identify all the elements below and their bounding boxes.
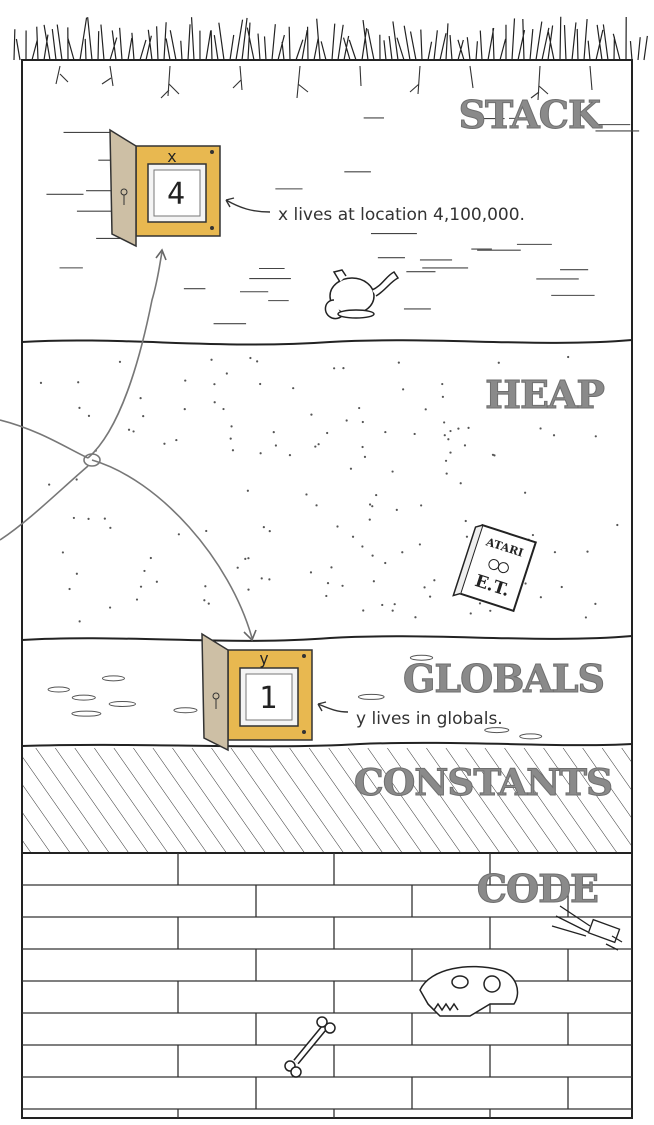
variable-y-note: y lives in globals.: [356, 709, 503, 729]
variable-x-note: x lives at location 4,100,000.: [278, 205, 525, 225]
label-code: CODE: [477, 866, 598, 911]
grass: [14, 17, 647, 60]
label-constants: CONSTANTS: [354, 762, 612, 804]
variable-y-door: y 1: [202, 634, 312, 750]
variable-x-name: x: [167, 147, 177, 166]
label-stack: STACK: [459, 92, 603, 137]
label-heap: HEAP: [485, 372, 604, 417]
variable-y-value: 1: [259, 681, 277, 716]
label-globals: GLOBALS: [403, 656, 604, 701]
variable-y-name: y: [259, 649, 269, 668]
variable-x-value: 4: [167, 177, 185, 212]
variable-x-door: x 4: [110, 130, 220, 246]
